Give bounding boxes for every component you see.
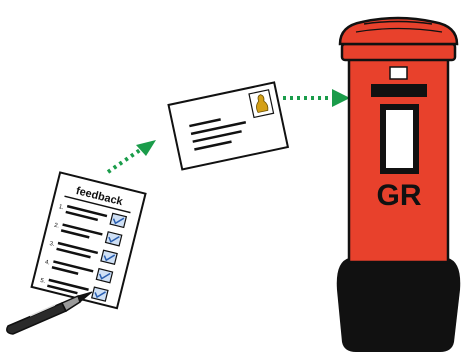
postbox-base [337,258,461,352]
collection-plate [390,67,407,79]
arrow-right-icon [108,140,156,172]
stamp-icon [249,90,274,118]
feedback-form-icon: feedback 1. 2. 3. 4. [32,172,146,308]
envelope-icon [169,82,288,169]
posting-slot [371,84,427,97]
pen-icon [7,292,92,334]
postbox-icon: GR [337,18,461,352]
royal-cipher-text: GR [377,179,422,212]
arrow-right-icon [283,89,350,107]
